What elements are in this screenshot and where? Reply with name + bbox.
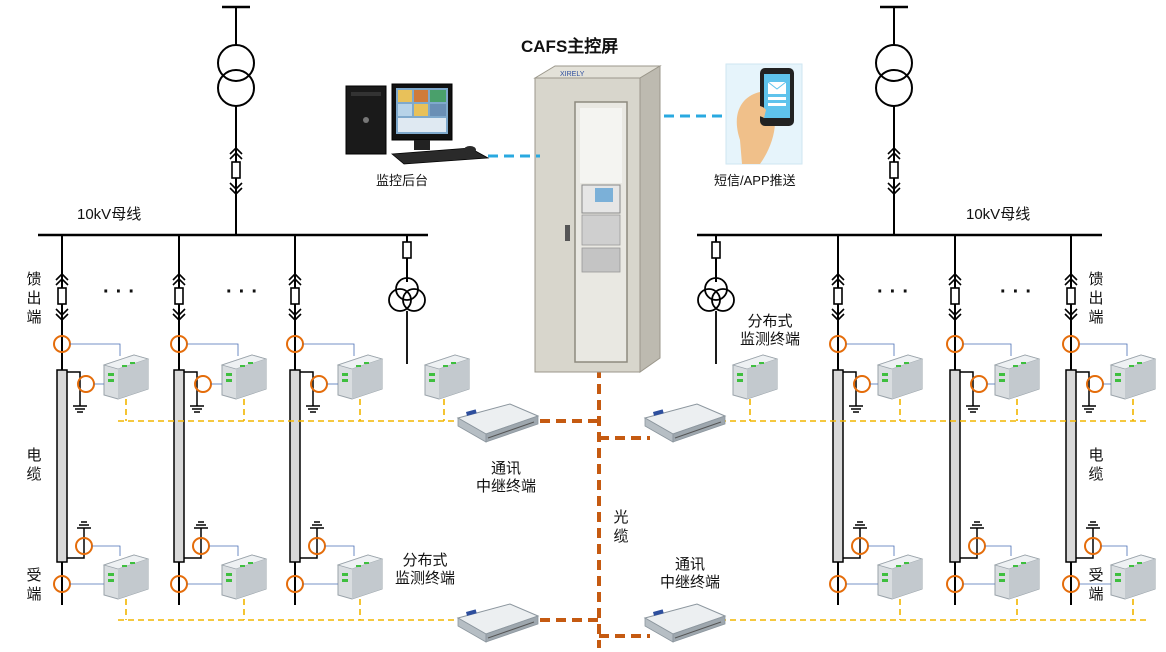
left-feeders <box>53 235 328 605</box>
feeder-out-left-label: 馈出端 <box>26 271 42 326</box>
ellipsis-left-2: ··· <box>226 281 264 303</box>
left-incoming-supply <box>217 5 255 235</box>
cable-left-label: 电缆 <box>26 447 42 483</box>
ellipsis-right-2: ··· <box>1000 281 1038 303</box>
relay-box-lower-left <box>457 603 539 643</box>
push-label: 短信/APP推送 <box>714 173 796 188</box>
relay-box-lower-right <box>644 603 726 643</box>
cabinet-icon: XIRELY <box>533 65 662 373</box>
phone-icon <box>725 63 803 165</box>
right-feeders <box>829 235 1104 605</box>
distributed-terminal-label-top: 分布式 监测终端 <box>739 313 800 348</box>
right-station-transformer <box>697 235 735 364</box>
ellipsis-right-1: ··· <box>877 281 915 303</box>
fiber-optic-links <box>540 368 650 648</box>
feeder-out-right-label: 馈出端 <box>1088 271 1104 326</box>
monitor-label: 监控后台 <box>376 173 429 188</box>
left-terminal-boxes <box>70 343 470 600</box>
left-signal-links <box>118 399 470 621</box>
relay-box-upper-left <box>457 403 539 443</box>
cabinet-brand: XIRELY <box>560 71 585 78</box>
left-station-transformer <box>388 235 426 364</box>
fiber-label: 光缆 <box>613 509 629 545</box>
busbar-left-label: 10kV母线 <box>77 206 142 223</box>
distributed-terminal-label-bottom: 分布式 监测终端 <box>394 552 455 587</box>
busbar-right-label: 10kV母线 <box>966 206 1031 223</box>
ellipsis-left-1: ··· <box>103 281 141 303</box>
relay-terminal-label-lower: 通讯 中继终端 <box>659 556 720 591</box>
receive-right-label: 受端 <box>1088 567 1104 603</box>
right-incoming-supply <box>875 5 913 235</box>
right-signal-links <box>720 399 1146 621</box>
receive-left-label: 受端 <box>26 567 42 603</box>
relay-terminal-label-upper: 通讯 中继终端 <box>475 460 536 495</box>
right-terminal-boxes <box>732 343 1156 600</box>
computer-icon <box>345 83 490 165</box>
cable-right-label: 电缆 <box>1088 447 1104 483</box>
relay-box-upper-right <box>644 403 726 443</box>
page-title: CAFS主控屏 <box>521 37 619 56</box>
